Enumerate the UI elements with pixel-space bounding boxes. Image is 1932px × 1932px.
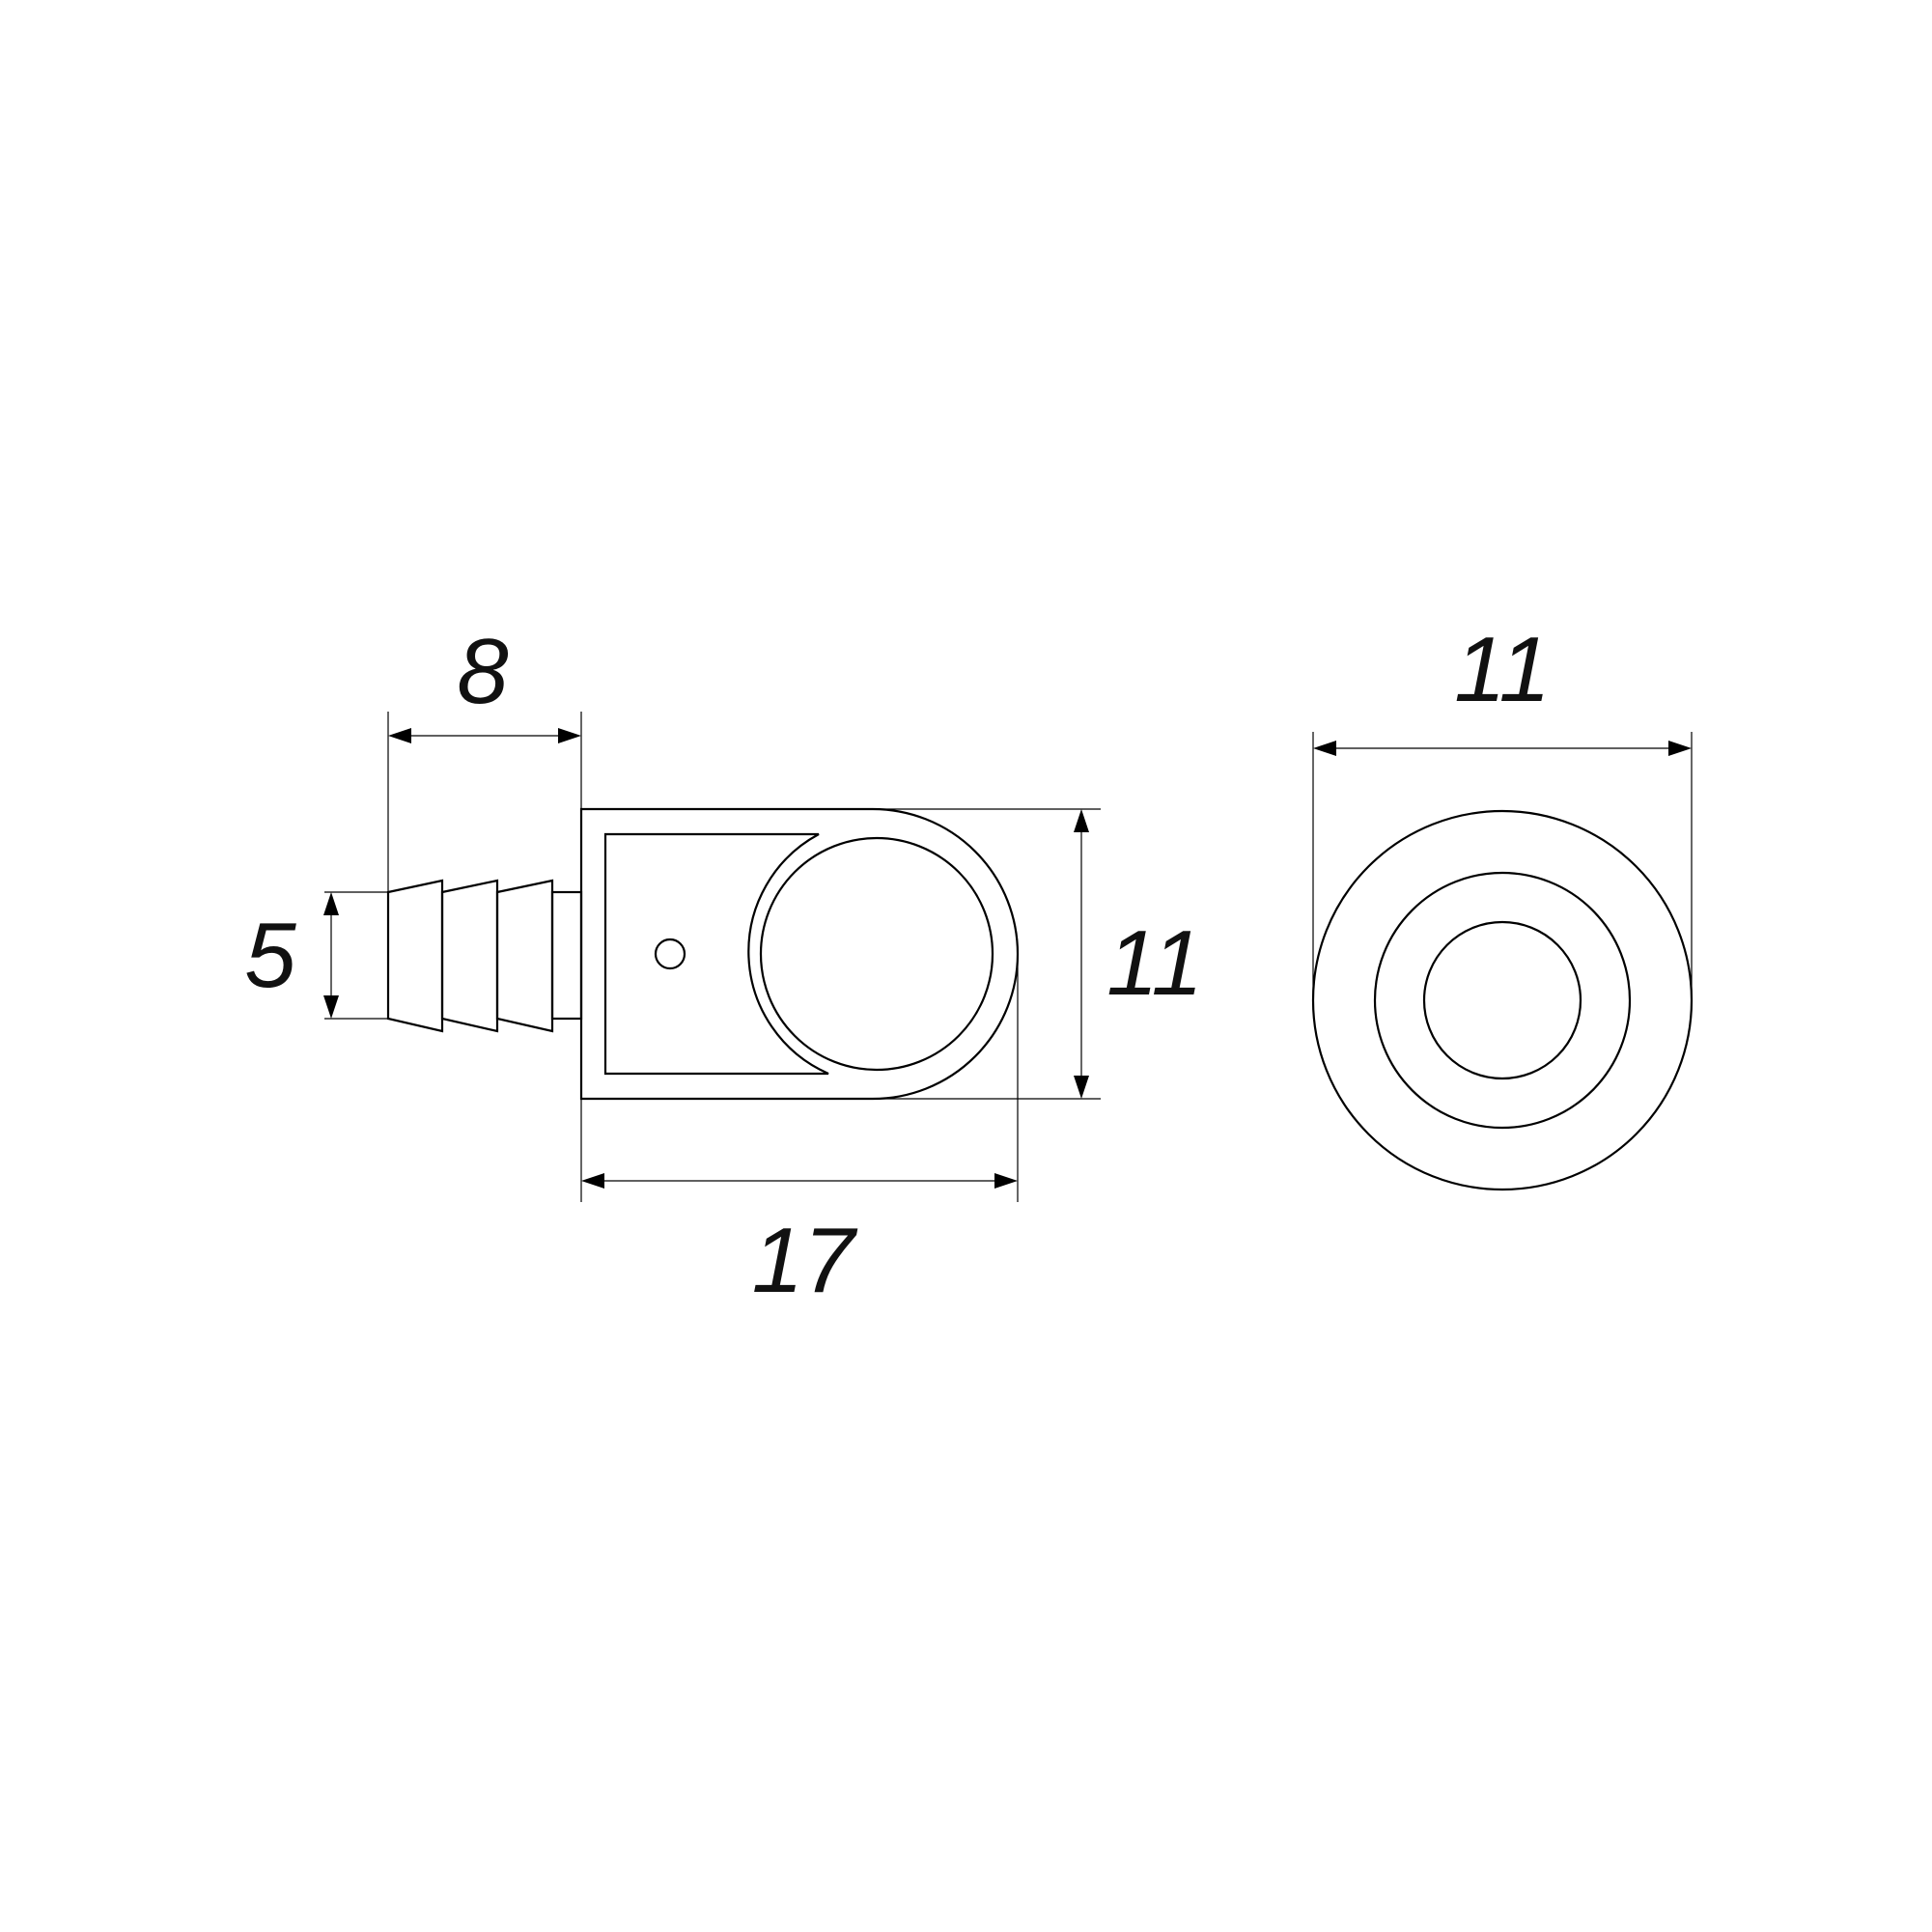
dimension-label-body-height: 11: [1106, 911, 1203, 1015]
dimension-label-end-view-diameter: 11: [1454, 618, 1551, 721]
dowel-stem: [386, 879, 583, 1033]
pin-hole: [654, 938, 686, 970]
dimension-label-body-length: 17: [752, 1209, 858, 1312]
end-view-outer-circle: [1311, 809, 1694, 1191]
dimension-dowel-length: 8: [387, 620, 582, 892]
dimension-dowel-diameter: 5: [244, 891, 388, 1020]
barb-1: [386, 879, 444, 1033]
dowel-neck: [550, 890, 583, 1021]
end-view-middle-circle: [1373, 871, 1632, 1130]
dimension-label-dowel-diameter: 5: [244, 904, 296, 1007]
dimension-end-view-diameter: 11: [1312, 618, 1693, 1000]
end-view-inner-circle: [1422, 920, 1582, 1080]
barb-3: [495, 879, 554, 1033]
body-large-hole: [759, 836, 994, 1072]
body-inner-recess: [603, 832, 829, 1076]
dimension-body-length: 17: [580, 954, 1019, 1312]
dimension-body-height: 11: [873, 808, 1203, 1100]
side-view: [386, 807, 1020, 1101]
dimension-label-dowel-length: 8: [457, 620, 508, 723]
barb-2: [440, 879, 499, 1033]
end-view: [1311, 809, 1694, 1191]
